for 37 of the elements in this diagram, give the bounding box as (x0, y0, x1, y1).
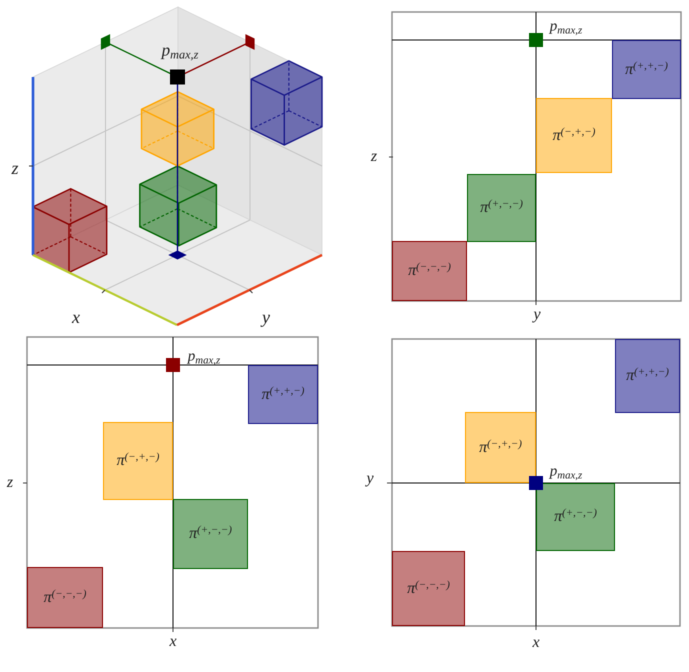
shaded-region (465, 412, 536, 483)
shaded-region (248, 365, 318, 424)
region-label: π$^{(−,+,−)}$ (116, 451, 160, 471)
shaded-region (612, 40, 681, 99)
axis-label: y (533, 305, 541, 325)
region-label: π$^{(+,−,−)}$ (189, 524, 232, 544)
point-label: p$_{max,z}$ (550, 462, 582, 482)
region-label: π$^{(+,+,−)}$ (625, 60, 668, 80)
region-label: π$^{(−,−,−)}$ (408, 261, 451, 281)
shaded-region (536, 98, 612, 173)
point-label: p$_{max,z}$ (550, 18, 582, 36)
shaded-region (392, 241, 467, 301)
axis-label: x (169, 632, 177, 652)
axis-label: y (262, 306, 270, 328)
shaded-region (392, 551, 465, 626)
shaded-region (615, 339, 680, 413)
axis-label: z (12, 156, 18, 180)
region-label: π$^{(−,−,−)}$ (407, 578, 450, 598)
region-label: π$^{(+,−,−)}$ (480, 198, 523, 218)
point-label: p$_{max,z}$ (188, 348, 220, 366)
shaded-region (103, 422, 173, 500)
axis-label: y (366, 469, 374, 489)
region-label: π$^{(−,+,−)}$ (479, 438, 522, 458)
region-label: π$^{(+,−,−)}$ (554, 507, 597, 527)
axis-label: z (370, 147, 378, 167)
point-label: p$_{max,z}$ (162, 39, 198, 61)
shaded-region (27, 567, 103, 628)
region-label: π$^{(−,+,−)}$ (552, 126, 596, 146)
region-label: π$^{(+,+,−)}$ (626, 366, 669, 386)
axis-label: z (6, 473, 14, 493)
region-label: π$^{(−,−,−)}$ (44, 588, 86, 608)
axis-label: x (72, 306, 80, 328)
shaded-region (467, 174, 536, 242)
shaded-region (536, 483, 615, 551)
axis-label: x (532, 633, 540, 653)
region-label: π$^{(+,+,−)}$ (262, 384, 304, 404)
shaded-region (173, 499, 248, 569)
